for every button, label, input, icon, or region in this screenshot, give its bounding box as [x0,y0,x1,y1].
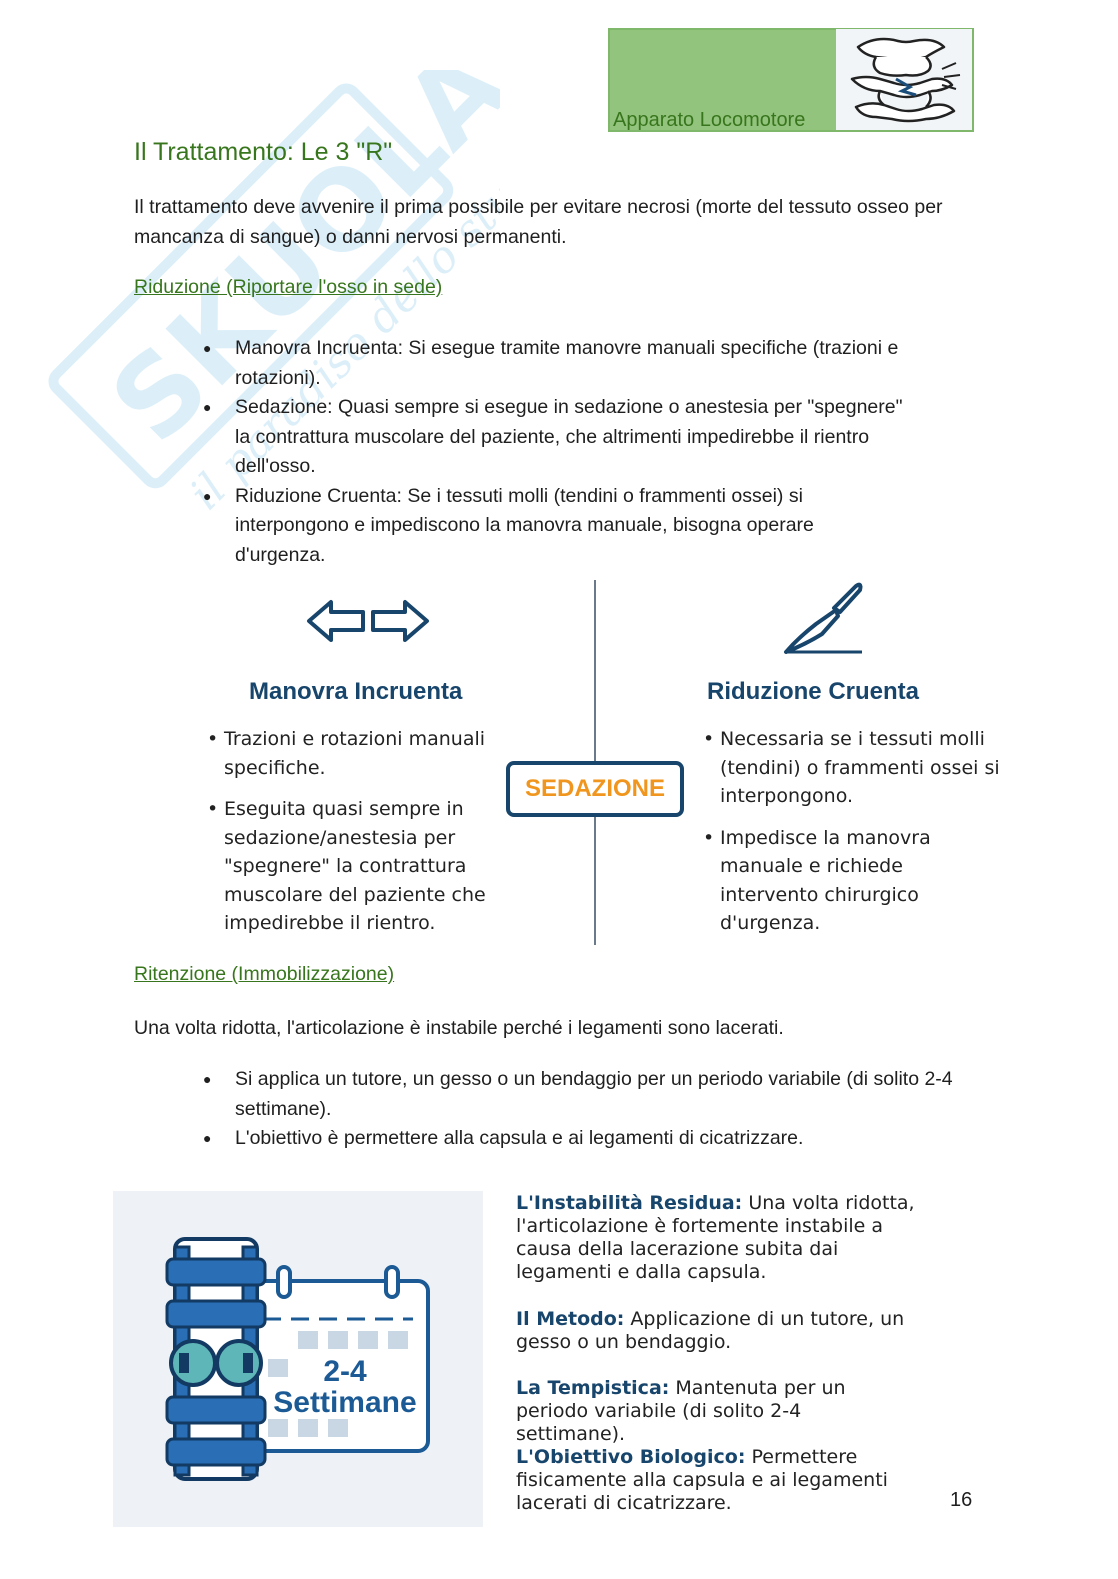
section-label: Apparato Locomotore [613,109,806,131]
scalpel-icon [780,578,866,663]
list-item: Eseguita quasi sempre in sedazione/anest… [207,795,497,938]
riduzione-list: Manovra Incruenta: Si esegue tramite man… [203,334,903,570]
block-label: L'Obiettivo Biologico: [516,1446,746,1468]
calendar-unit: Settimane [273,1386,416,1419]
brace-calendar-illustration: 2-4 Settimane [113,1191,483,1527]
block-text: Mantenuta per un periodo variabile (di s… [516,1377,846,1445]
knee-brace-icon [165,1237,267,1481]
list-item: Sedazione: Quasi sempre si esegue in sed… [203,393,903,482]
list-item: Manovra Incruenta: Si esegue tramite man… [203,334,903,393]
list-item: L'obiettivo è permettere alla capsula e … [203,1124,963,1154]
block-label: L'Instabilità Residua: [516,1192,743,1214]
list-item: Si applica un tutore, un gesso o un bend… [203,1065,963,1124]
riduzione-cruenta-title: Riduzione Cruenta [707,678,920,705]
riduzione-cruenta-list: Necessaria se i tessuti molli (tendini) … [703,725,1003,951]
obiettivo-block: L'Obiettivo Biologico: Permettere fisica… [516,1446,916,1515]
left-right-arrows-icon [305,598,431,649]
riduzione-heading: Riduzione (Riportare l'osso in sede) [134,276,443,298]
manovra-incruenta-title: Manovra Incruenta [249,678,463,705]
tempistica-block: La Tempistica: Mantenuta per un periodo … [516,1377,916,1446]
instabilita-block: L'Instabilità Residua: Una volta ridotta… [516,1192,916,1284]
block-label: Il Metodo: [516,1308,625,1330]
block-text: Una volta ridotta, l'articolazione è for… [516,1192,915,1283]
spine-vertebrae-icon [836,29,972,130]
block-text: Applicazione di un tutore, un gesso o un… [516,1308,905,1353]
calendar-number: 2-4 [323,1355,367,1388]
intro-paragraph: Il trattamento deve avvenire il prima po… [134,196,943,248]
sedazione-badge: SEDAZIONE [506,761,684,817]
metodo-block: Il Metodo: Applicazione di un tutore, un… [516,1308,916,1354]
list-item: Impedisce la manovra manuale e richiede … [703,824,1003,938]
page-number: 16 [950,1489,973,1511]
block-text: Permettere fisicamente alla capsula e ai… [516,1446,888,1514]
ritenzione-heading: Ritenzione (Immobilizzazione) [134,963,395,985]
ritenzione-intro: Una volta ridotta, l'articolazione è ins… [134,1017,784,1039]
block-label: La Tempistica: [516,1377,670,1399]
list-item: Necessaria se i tessuti molli (tendini) … [703,725,1003,811]
sedazione-label: SEDAZIONE [524,775,665,802]
list-item: Trazioni e rotazioni manuali specifiche. [207,725,497,782]
ritenzione-list: Si applica un tutore, un gesso o un bend… [203,1065,963,1154]
page-title: Il Trattamento: Le 3 "R" [134,138,393,166]
list-item: Riduzione Cruenta: Se i tessuti molli (t… [203,482,903,571]
manovra-incruenta-list: Trazioni e rotazioni manuali specifiche.… [207,725,497,951]
